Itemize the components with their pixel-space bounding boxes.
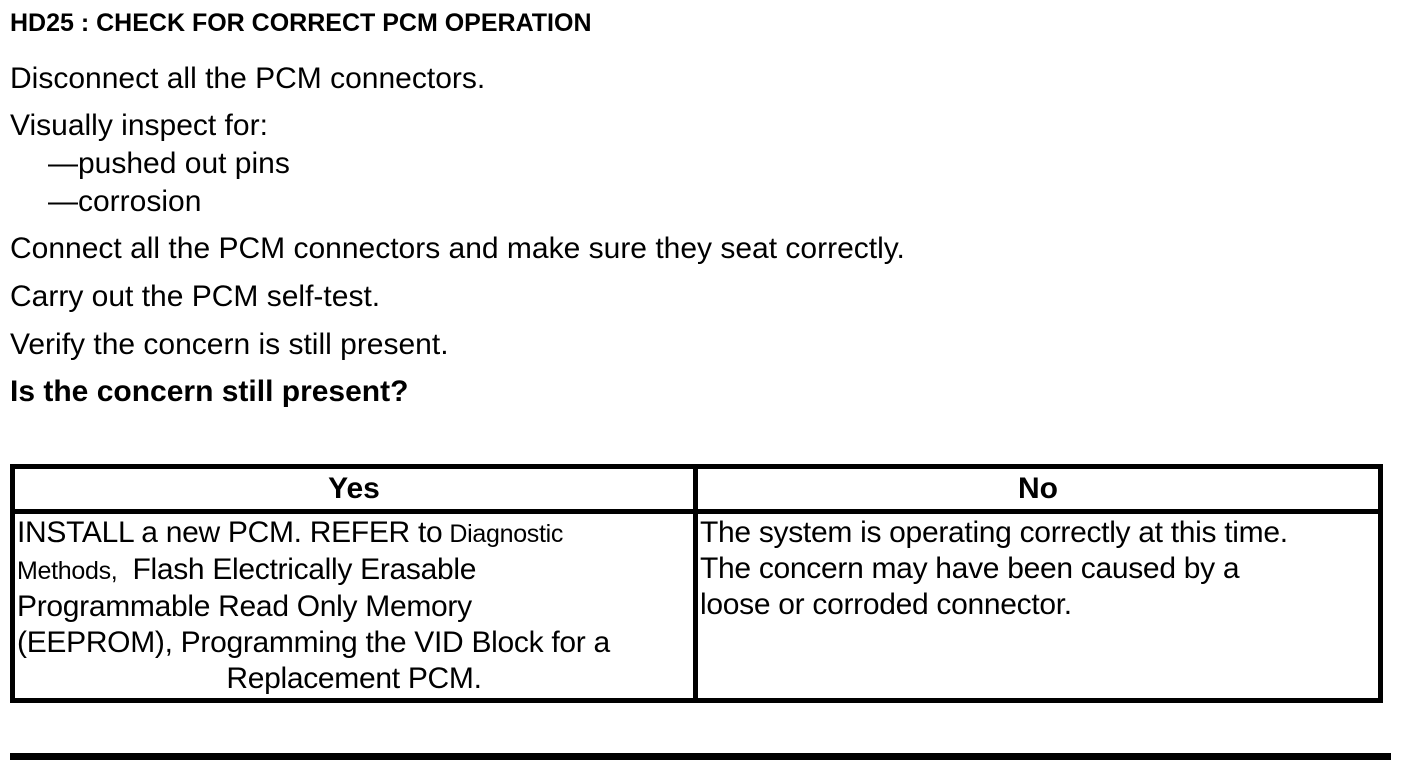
step-verify: Verify the concern is still present. (10, 328, 449, 361)
no-action-cell: The system is operating correctly at thi… (693, 509, 1383, 703)
yes-column-header: Yes (10, 464, 698, 514)
step-connect: Connect all the PCM connectors and make … (10, 232, 905, 265)
yes-cell-line-3: Programmable Read Only Memory (17, 590, 472, 623)
no-cell-line-2: The concern may have been caused by a (700, 552, 1240, 585)
reference-title-part-1: Diagnostic (449, 520, 564, 548)
step-disconnect: Disconnect all the PCM connectors. (10, 62, 486, 95)
reference-title-part-2: Methods, (17, 557, 118, 585)
inspect-item-corrosion: —corrosion (48, 185, 202, 218)
no-cell-line-3: loose or corroded connector. (700, 588, 1072, 621)
decision-question: Is the concern still present? (10, 375, 409, 408)
no-cell-line-1: The system is operating correctly at thi… (700, 516, 1288, 549)
section-divider-rule (10, 753, 1391, 760)
results-header-row: Yes No (10, 464, 1383, 514)
yes-cell-line-5: Replacement PCM. (226, 662, 482, 695)
no-column-header: No (693, 464, 1383, 514)
yes-cell-line-2: Methods,Flash Electrically Erasable (17, 553, 477, 586)
inspect-item-pushed-out-pins: —pushed out pins (48, 147, 290, 180)
step-inspect-intro: Visually inspect for: (10, 109, 268, 142)
procedure-heading: HD25 : CHECK FOR CORRECT PCM OPERATION (10, 9, 592, 37)
yes-cell-line-4: (EEPROM), Programming the VID Block for … (17, 626, 610, 659)
step-self-test: Carry out the PCM self-test. (10, 280, 381, 313)
